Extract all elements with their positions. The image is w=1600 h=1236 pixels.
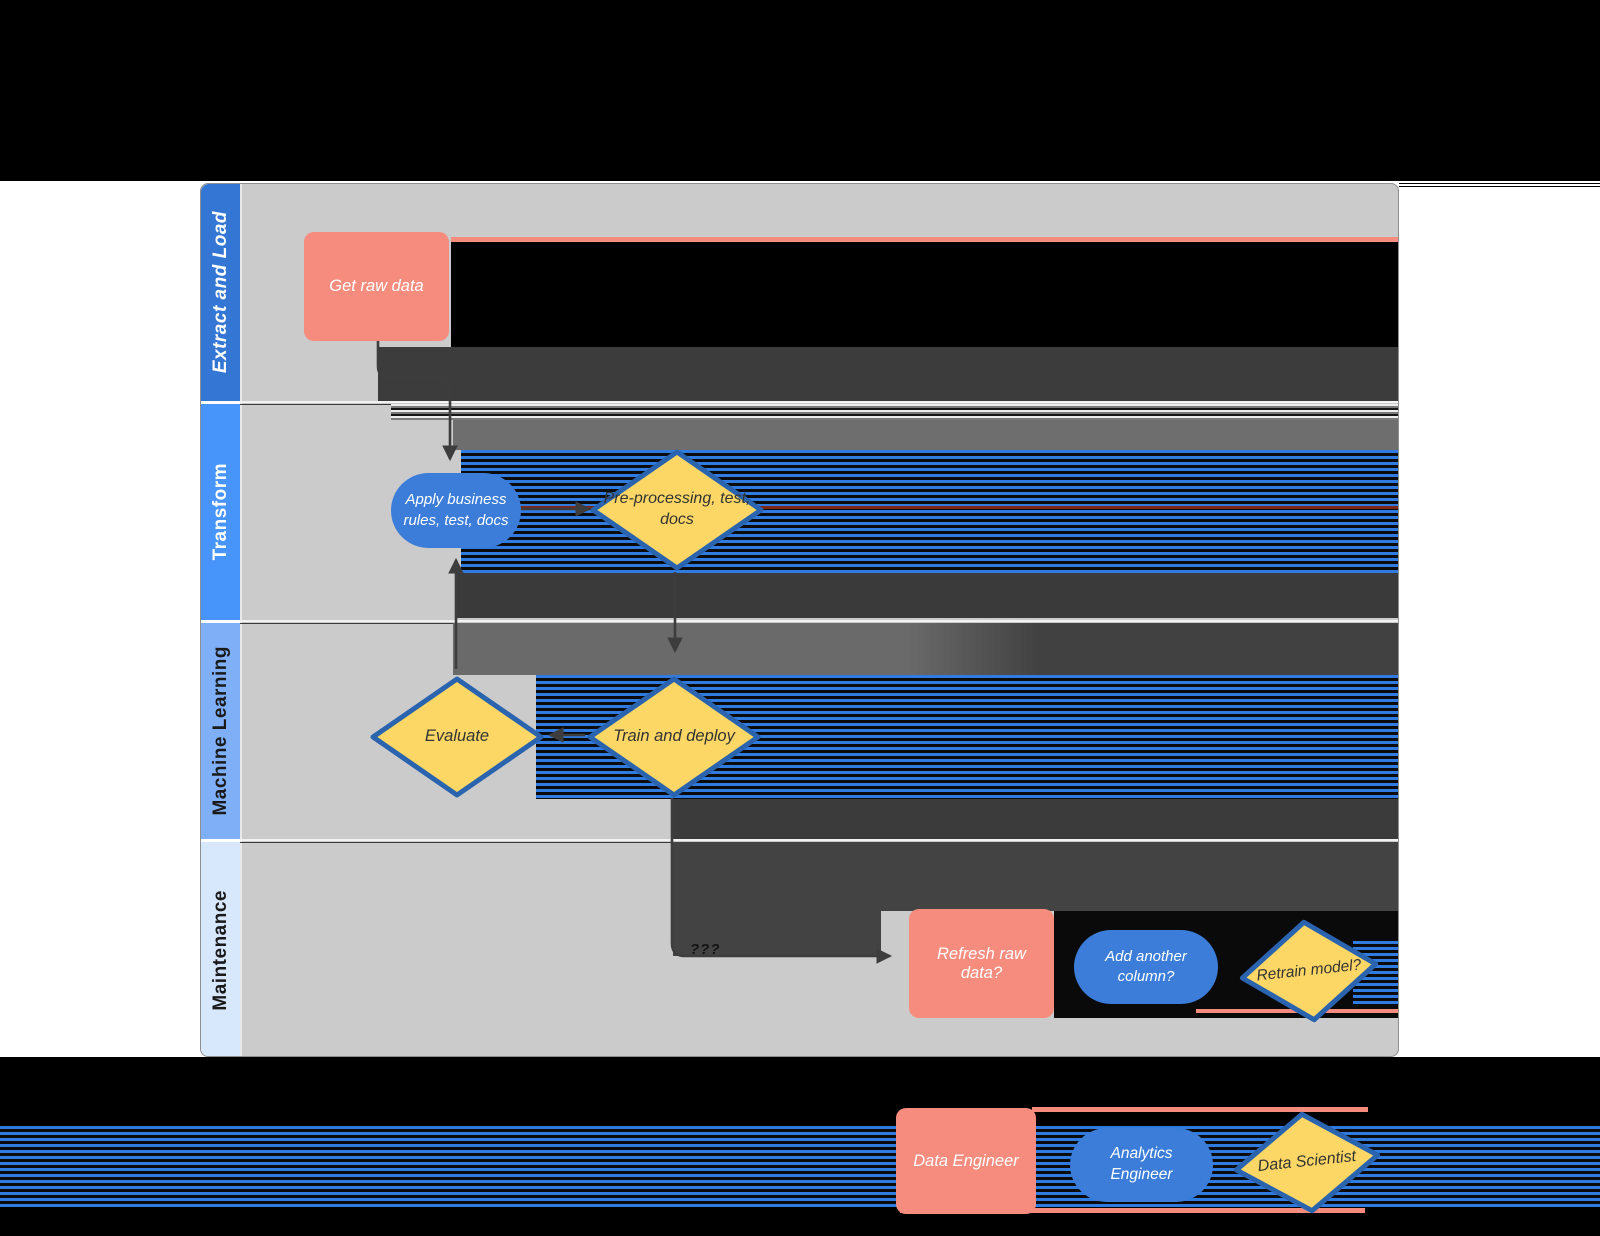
node-train-and-deploy: Train and deploy [586, 675, 762, 799]
top-black-band [0, 0, 1600, 181]
legend-label: Data Engineer [913, 1151, 1019, 1170]
node-label: Retrain model? [1255, 956, 1363, 985]
lane-header-extract-and-load: Extract and Load [201, 184, 240, 401]
legend-label: Analytics Engineer [1110, 1145, 1173, 1183]
legend-analytics-engineer: Analytics Engineer [1070, 1128, 1213, 1202]
diamond-shape-icon [1233, 1111, 1381, 1214]
glitch-band [378, 347, 1398, 401]
glitch-band [391, 404, 1398, 420]
glitch-band [673, 799, 1398, 839]
lane-divider [240, 839, 1398, 841]
lane-gap [201, 620, 240, 623]
lane-header-transform: Transform [201, 404, 240, 620]
legend-data-scientist: Data Scientist [1227, 1102, 1387, 1222]
glitch-band [453, 623, 1398, 675]
glitch-line [1399, 186, 1600, 187]
node-preprocessing: Pre-processing, test, docs [589, 448, 765, 572]
connector-label: ??? [690, 941, 721, 958]
glitch-line [1032, 1107, 1368, 1112]
node-apply-business-rules: Apply business rules, test, docs [391, 473, 521, 548]
glitch-band [453, 420, 1398, 450]
lane-label: Transform [209, 463, 231, 561]
diamond-shape-icon [1239, 919, 1379, 1023]
legend-label: Data Scientist [1256, 1147, 1357, 1176]
node-label: Apply business rules, test, docs [403, 491, 509, 529]
glitch-line [461, 506, 1398, 509]
glitch-line [900, 1208, 1365, 1213]
diamond-shape-icon [370, 676, 544, 798]
node-refresh-raw-data: Refresh raw data? [909, 909, 1054, 1018]
glitch-band [451, 237, 1398, 358]
diamond-shape-icon [587, 676, 761, 798]
lane-gap [201, 839, 240, 842]
diamond-shape-icon [590, 449, 764, 571]
node-label: Add another column? [1105, 947, 1187, 985]
legend-data-engineer: Data Engineer [896, 1108, 1036, 1214]
node-label: Pre-processing, test, docs [603, 490, 751, 528]
node-add-another-column: Add another column? [1074, 930, 1218, 1004]
node-evaluate: Evaluate [369, 675, 545, 799]
swimlane-canvas: Extract and Load Transform Machine Learn… [200, 183, 1399, 1057]
lane-header-maintenance: Maintenance [201, 842, 240, 1056]
node-label: Train and deploy [613, 727, 735, 746]
lane-divider [240, 620, 1398, 622]
glitch-band [673, 842, 1398, 911]
glitch-line [1399, 183, 1600, 184]
lane-label: Machine Learning [209, 646, 231, 816]
lane-gap [201, 401, 240, 404]
node-label: Evaluate [424, 727, 490, 746]
node-get-raw-data: Get raw data [304, 232, 449, 341]
lane-label: Extract and Load [209, 211, 231, 374]
lane-header-machine-learning: Machine Learning [201, 623, 240, 839]
glitch-band [456, 573, 1398, 618]
lane-divider [240, 401, 1398, 403]
node-label: Refresh raw data? [937, 944, 1026, 982]
node-retrain-model: Retrain model? [1233, 911, 1385, 1031]
lane-label: Maintenance [209, 889, 231, 1011]
node-label: Get raw data [329, 277, 424, 295]
